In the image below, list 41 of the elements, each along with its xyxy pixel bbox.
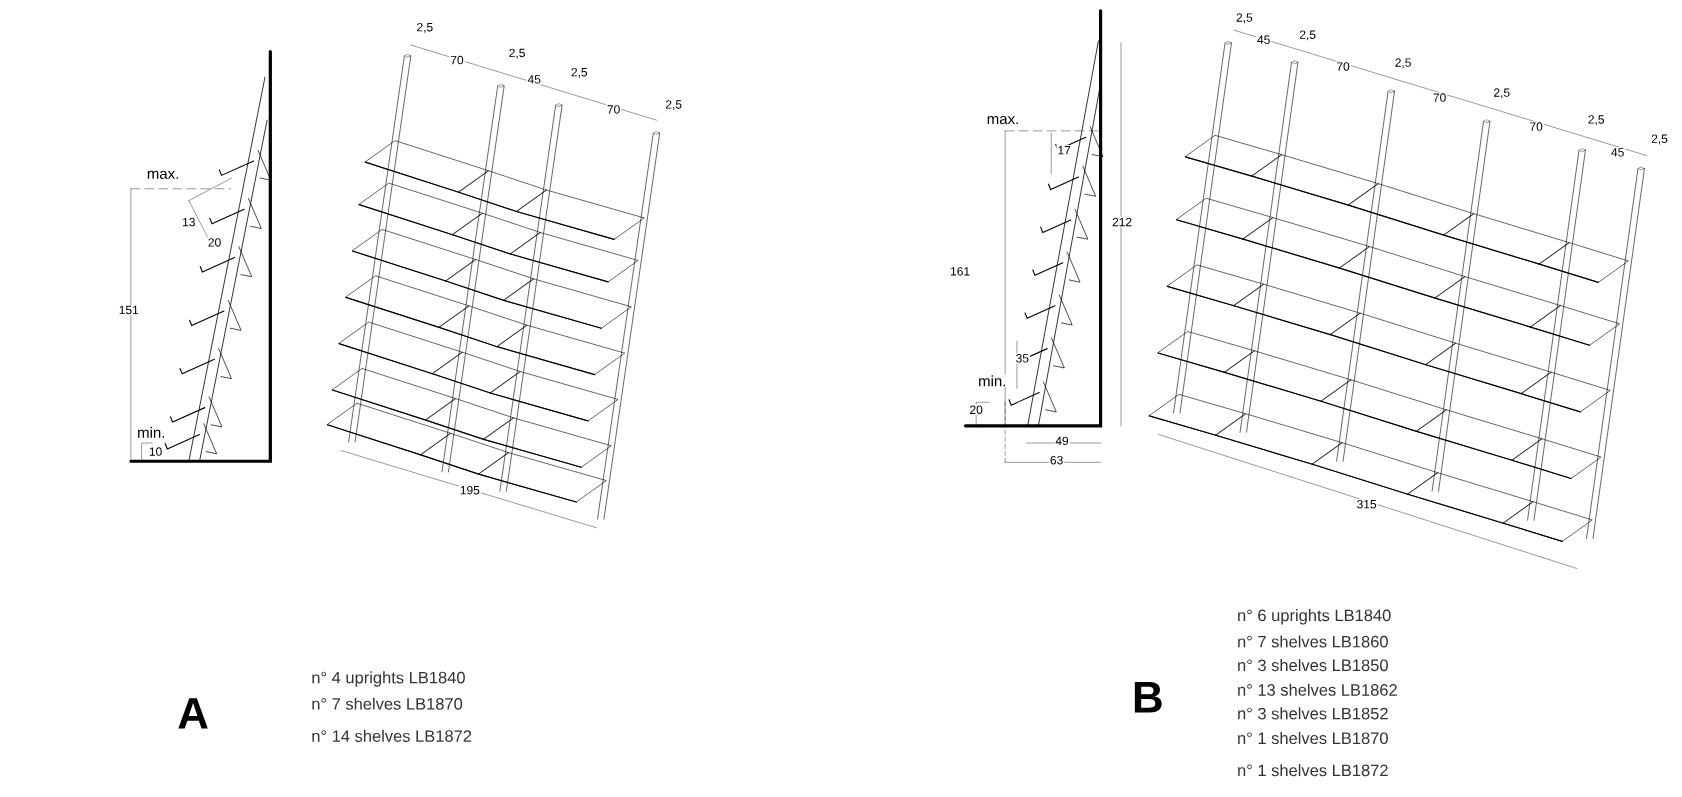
parts-list-line: n° 7 shelves LB1870 [312, 697, 463, 710]
dimension-label: 45 [1609, 147, 1626, 158]
dimension-label: 70 [1431, 92, 1448, 103]
dimension-label: 17 [1056, 145, 1072, 156]
figure-letter: A [178, 698, 208, 729]
dimension-label: 70 [605, 104, 622, 115]
dimension-label: 2,5 [1235, 12, 1254, 25]
dimension-label: 2,5 [1492, 87, 1512, 100]
dimension-label: 63 [1048, 454, 1065, 466]
dimension-label: 49 [1054, 435, 1070, 447]
dimension-label: 20 [206, 237, 223, 248]
dimension-label: 35 [1014, 353, 1030, 364]
dimension-label: 2,5 [664, 99, 683, 112]
dimension-label: 70 [1335, 61, 1351, 72]
dimension-label: 2,5 [1650, 133, 1669, 146]
parts-list-line: n° 6 uprights LB1840 [1238, 609, 1391, 625]
parts-list-line: n° 3 shelves LB1852 [1238, 707, 1388, 720]
dimension-label: 212 [1111, 216, 1134, 228]
figure-letter: B [1134, 682, 1162, 713]
dimension-label: max. [145, 169, 181, 180]
dimension-label: 161 [949, 266, 972, 277]
parts-list-line: n° 4 uprights LB1840 [312, 671, 465, 687]
dimension-label: 151 [117, 304, 140, 316]
parts-list-line: n° 1 shelves LB1872 [1238, 764, 1388, 777]
dimension-label: 20 [968, 404, 984, 415]
parts-list-line: n° 3 shelves LB1850 [1238, 659, 1388, 672]
dimension-label: max. [985, 115, 1021, 126]
dimension-label: 70 [449, 54, 465, 66]
dimension-label: 70 [1528, 121, 1544, 132]
dimension-label: 10 [147, 446, 164, 457]
dimension-label: 315 [1355, 498, 1378, 510]
dimension-label: 2,5 [1298, 29, 1317, 42]
dimension-label: 13 [181, 216, 197, 228]
parts-list-line: n° 13 shelves LB1862 [1238, 683, 1397, 696]
dimension-label: 45 [526, 74, 542, 85]
dimension-label: min. [977, 374, 1008, 388]
dimension-label: 195 [458, 485, 481, 496]
dimension-label: 45 [1256, 34, 1272, 45]
parts-list-line: n° 14 shelves LB1872 [312, 729, 472, 742]
parts-list-line: n° 7 shelves LB1860 [1238, 635, 1388, 648]
parts-list-line: n° 1 shelves LB1870 [1238, 731, 1388, 745]
